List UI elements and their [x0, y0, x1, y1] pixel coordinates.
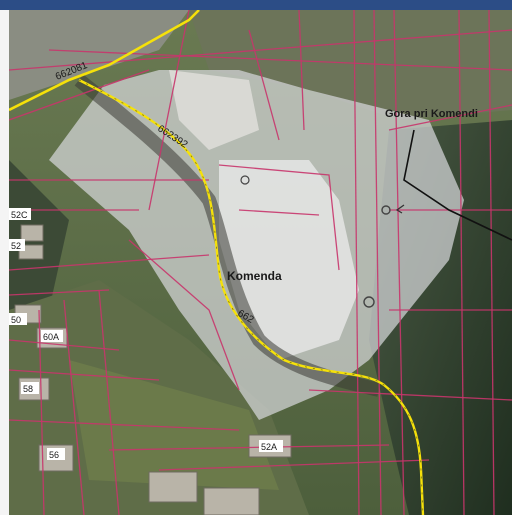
marker-circle[interactable] — [363, 296, 375, 308]
house-number-labels: 52C 52 50 60A 58 56 52A — [9, 208, 283, 460]
parcel-boundaries — [9, 10, 512, 515]
orthophoto-map[interactable]: 662081 662392 662 Komenda Gora pri Komen… — [9, 10, 512, 515]
quarry-pale-band — [169, 70, 259, 150]
arrow-icon — [395, 204, 405, 214]
house-number-52c: 52C — [11, 210, 28, 220]
house-number-52a: 52A — [261, 442, 277, 452]
house-number-58: 58 — [23, 384, 33, 394]
river-ridge — [74, 74, 381, 397]
road-line-main[interactable] — [78, 78, 425, 515]
house-number-52: 52 — [11, 241, 21, 251]
house — [20, 224, 44, 242]
place-label-gora-pri-komendi: Gora pri Komendi — [385, 108, 478, 120]
field-top — [9, 10, 189, 100]
house — [203, 487, 260, 515]
house-number-56: 56 — [49, 450, 59, 460]
header-bar — [0, 0, 512, 10]
marker-circle[interactable] — [240, 175, 250, 185]
house — [148, 471, 198, 503]
field-south-green — [69, 360, 279, 490]
field-top-right — [189, 10, 512, 120]
marker-circle[interactable] — [381, 205, 391, 215]
house-number-50: 50 — [11, 315, 21, 325]
house-number-60a: 60A — [43, 332, 59, 342]
municipal-border — [403, 129, 512, 241]
road-line[interactable] — [9, 10, 200, 112]
quarry-center — [219, 160, 359, 360]
place-label-komenda: Komenda — [227, 269, 282, 283]
